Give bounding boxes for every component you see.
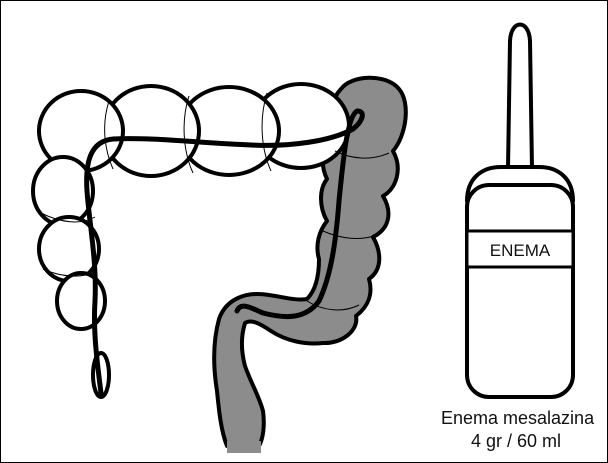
caption-dose: 4 gr / 60 ml bbox=[441, 430, 591, 453]
bottle-label: ENEMA bbox=[490, 241, 551, 260]
dosage-caption: Enema mesalazina 4 gr / 60 ml bbox=[441, 407, 591, 453]
normal-colon bbox=[33, 84, 349, 397]
bottle-body bbox=[467, 185, 573, 397]
bottle-nozzle bbox=[508, 25, 532, 170]
caption-drug-name: Enema mesalazina bbox=[441, 407, 591, 430]
enema-bottle bbox=[467, 25, 573, 398]
